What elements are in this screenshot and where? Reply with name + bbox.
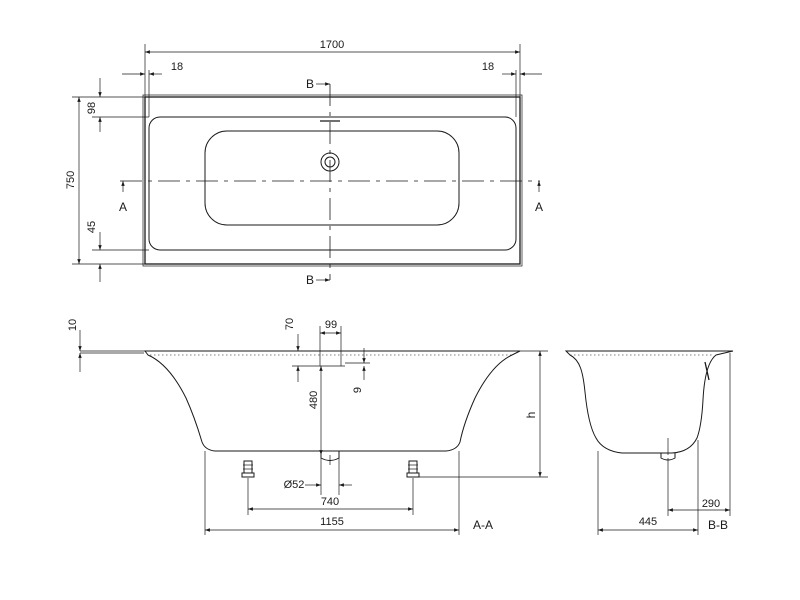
tub-floor bbox=[204, 130, 460, 226]
drain-outer-icon bbox=[320, 152, 340, 172]
dim-waste-diameter: Ø52 bbox=[284, 479, 305, 491]
tub-body-profile bbox=[144, 350, 521, 452]
section-bb-label: B-B bbox=[708, 518, 728, 532]
dim-base-length: 1155 bbox=[320, 516, 344, 528]
dim-top-rim: 98 bbox=[86, 102, 98, 114]
dim-bb-base: 445 bbox=[639, 516, 657, 528]
dim-bb-rim: 290 bbox=[702, 498, 720, 510]
section-aa-label: A-A bbox=[473, 518, 493, 532]
dim-side-rim: 45 bbox=[86, 221, 98, 233]
dim-height: h bbox=[524, 412, 538, 419]
section-b-bottom-label: B bbox=[306, 273, 314, 287]
dim-rim-left: 18 bbox=[171, 61, 183, 73]
tub-basin bbox=[148, 116, 517, 251]
foot-right bbox=[406, 460, 420, 478]
drain-inner-icon bbox=[324, 156, 336, 168]
dim-overflow-height: 70 bbox=[284, 318, 296, 330]
section-bb-view: 445 290 B-B bbox=[564, 350, 734, 535]
foot-left bbox=[241, 460, 255, 478]
dim-overflow-gap: 9 bbox=[352, 387, 364, 393]
tub-outline bbox=[144, 96, 521, 265]
section-b-top-label: B bbox=[306, 77, 314, 91]
tub-end-profile bbox=[564, 350, 734, 454]
section-a-left-label: A bbox=[119, 200, 127, 214]
dim-feet-spacing: 740 bbox=[321, 496, 339, 508]
plan-view: 1700 18 18 750 98 45 B B A bbox=[65, 39, 543, 287]
dim-depth: 480 bbox=[308, 391, 320, 409]
section-aa-view: 10 70 99 9 480 Ø52 740 11 bbox=[67, 318, 548, 535]
dim-overflow-width: 99 bbox=[325, 319, 337, 331]
dim-rim-thickness: 10 bbox=[67, 319, 79, 331]
dim-length: 1700 bbox=[320, 39, 344, 51]
tub-outer-line bbox=[142, 94, 523, 267]
section-a-right-label: A bbox=[535, 200, 543, 214]
dim-rim-right: 18 bbox=[482, 61, 494, 73]
dim-width: 750 bbox=[65, 171, 77, 189]
